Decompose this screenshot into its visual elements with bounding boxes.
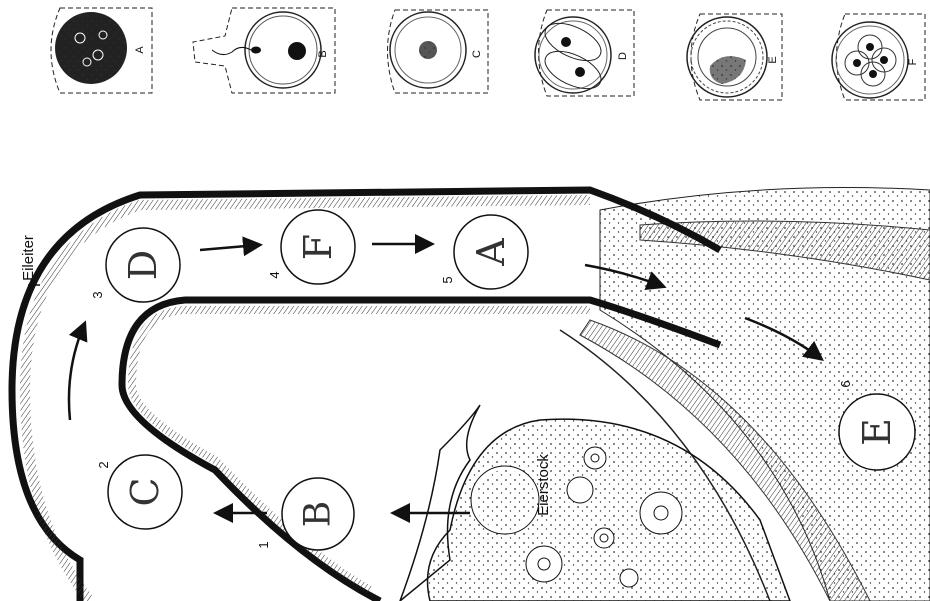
stage-icon-e: E [687,14,782,100]
stage-icon-d-label: D [617,52,629,60]
station-3: D 3 [90,228,180,302]
stage-icon-d: D [535,10,634,96]
stage-icon-a-label: A [134,46,146,54]
station-4-number: 4 [267,271,282,278]
station-3-letter: D [121,250,165,280]
stage-icon-c-label: C [471,50,483,58]
stage-icon-c: C [388,10,489,93]
stage-icon-b-label: B [317,50,329,57]
station-5: A 5 [440,215,528,289]
station-2-number: 2 [96,461,111,468]
arrow-c-to-d [69,325,84,420]
stage-icon-b: B [193,8,335,93]
station-6-number: 6 [838,380,853,387]
stage-icon-e-label: E [767,56,779,63]
station-6-letter: E [855,418,899,446]
station-3-number: 3 [90,291,105,298]
station-1-number: 1 [256,541,271,548]
station-1-letter: B [298,501,339,527]
stage-icon-a: A [51,8,152,93]
station-2-letter: C [123,477,167,506]
station-4: F 4 [267,210,355,284]
stage-icon-f-label: F [907,58,919,65]
station-4-letter: F [296,234,340,260]
eierstock-label: Eierstock [535,454,552,516]
stage-icon-f: F [832,14,925,100]
station-5-letter: A [469,238,513,267]
station-5-number: 5 [440,276,455,283]
eileiter-label: Eileiter [20,235,37,281]
arrow-d-to-f [200,245,258,250]
station-2: C 2 [96,455,182,529]
stage-icons-row: A B C D [51,8,925,100]
